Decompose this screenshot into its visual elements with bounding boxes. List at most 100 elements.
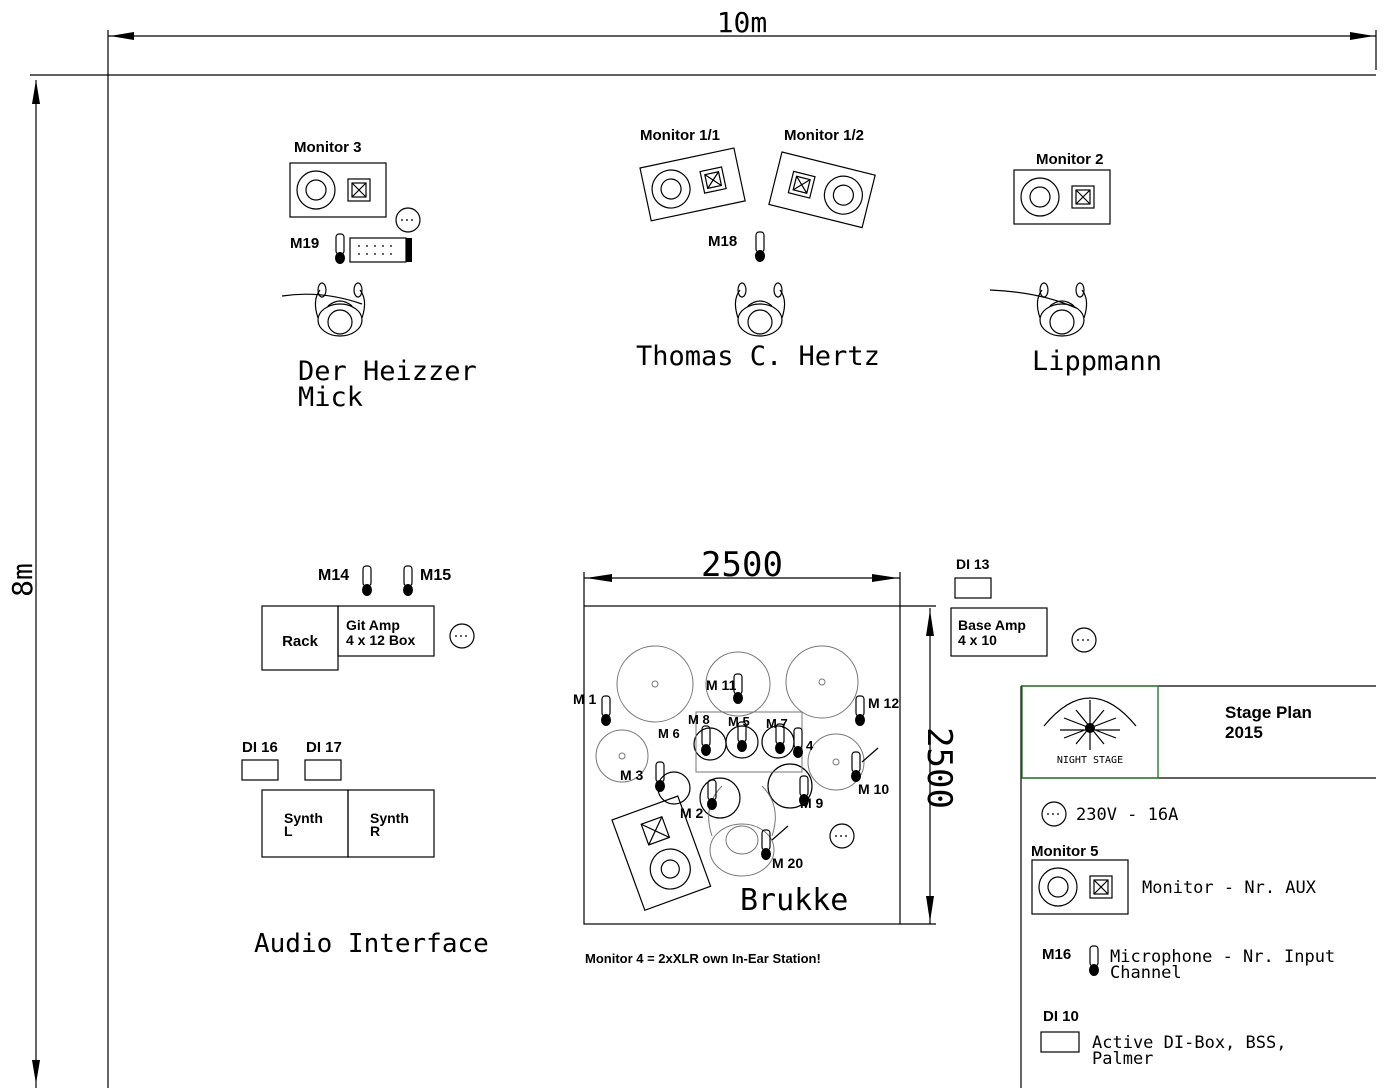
guitar-amp-label: Git Amp <box>346 617 400 633</box>
mic-m14-label: M14 <box>318 567 349 584</box>
pedalboard <box>349 237 412 263</box>
mic-m2: M 2 <box>680 779 718 821</box>
di-box-13 <box>954 577 992 599</box>
legend-monitor-desc: Monitor - Nr. AUX <box>1142 878 1317 898</box>
mic-m19: M19 <box>290 233 346 265</box>
mic-m11: M 11 <box>706 673 744 705</box>
legend-mic-desc-2: Channel <box>1110 963 1182 983</box>
bass-amp-label-2: 4 x 10 <box>958 632 997 648</box>
monitor-3: Monitor 3 <box>289 139 387 218</box>
synth-l-label: Synth <box>284 810 323 826</box>
monitor-4-note: Monitor 4 = 2xXLR own In-Ear Station! <box>585 951 821 966</box>
drummer-name: Brukke <box>740 883 848 918</box>
synth-r: Synth R <box>347 789 435 858</box>
mic-m5: M 5 <box>728 714 750 753</box>
di-17-label: DI 17 <box>306 739 342 756</box>
power-socket-icon <box>1041 801 1067 827</box>
mic-m7: M 7 <box>766 716 788 755</box>
riser-dimension-depth: 2500 <box>900 605 959 925</box>
mic-m4-label: 4 <box>806 738 814 753</box>
power-socket-icon <box>1071 627 1097 653</box>
mic-m1: M 1 <box>573 691 612 727</box>
mic-m9: M 9 <box>798 775 824 811</box>
mic-m6: M 6 <box>658 725 712 757</box>
mic-m11-label: M 11 <box>706 677 737 693</box>
mic-m19-label: M19 <box>290 235 319 252</box>
mic-m4: 4 <box>792 727 814 759</box>
mic-m20: M 20 <box>760 825 803 871</box>
synth-l: Synth L <box>261 789 349 858</box>
mic-m10: M 10 <box>850 747 889 797</box>
bassist-right-icon <box>989 282 1088 337</box>
logo-text: NIGHT STAGE <box>1057 755 1123 766</box>
guitarist-left-icon <box>281 282 366 337</box>
singer-center-icon <box>734 282 786 337</box>
plan-year: 2015 <box>1225 723 1263 742</box>
mic-m14: M14 <box>318 565 373 597</box>
power-socket-icon <box>395 207 421 233</box>
power-socket-icon <box>449 623 475 649</box>
di-13-label: DI 13 <box>956 556 990 572</box>
rack-label: Rack <box>282 633 319 650</box>
mic-m12-label: M 12 <box>868 695 899 711</box>
legend-di-desc-2: Palmer <box>1092 1049 1153 1069</box>
audio-interface-label: Audio Interface <box>254 929 489 959</box>
mic-m18-label: M18 <box>708 233 737 250</box>
mic-m5-label: M 5 <box>728 714 750 729</box>
mic-m20-label: M 20 <box>772 855 803 871</box>
legend-mic-desc: Microphone - Nr. Input <box>1110 947 1335 967</box>
guitar-amp-label-2: 4 x 12 Box <box>346 632 415 648</box>
mic-m1-label: M 1 <box>573 691 597 707</box>
monitor-4-wedge <box>611 795 712 911</box>
performer-left-name: Der Heizzer <box>298 356 477 387</box>
plan-title: Stage Plan <box>1225 703 1312 722</box>
rack: Rack <box>261 605 339 671</box>
monitor-1-2-label: Monitor 1/2 <box>784 127 864 144</box>
legend-monitor-icon <box>1031 859 1129 915</box>
mic-m3: M 3 <box>620 761 666 793</box>
width-label: 10m <box>717 6 768 39</box>
mic-m12: M 12 <box>854 695 899 727</box>
legend-di-icon <box>1040 1031 1080 1053</box>
performer-center-name: Thomas C. Hertz <box>636 341 880 372</box>
mic-m2-label: M 2 <box>680 805 704 821</box>
width-dimension: 10m <box>107 6 1377 1088</box>
mic-m9-label: M 9 <box>800 795 824 811</box>
legend-power: 230V - 16A <box>1076 805 1178 825</box>
performer-left-name-2: Mick <box>298 382 363 413</box>
mic-m15: M15 <box>402 565 451 597</box>
monitor-3-label: Monitor 3 <box>294 139 362 156</box>
riser-dimension-width: 2500 <box>583 545 901 606</box>
riser-depth-label: 2500 <box>919 727 959 809</box>
synth-r-label: Synth <box>370 810 409 826</box>
legend-mic-icon <box>1088 945 1100 977</box>
power-socket-icon <box>829 823 855 849</box>
mic-m7-label: M 7 <box>766 716 788 731</box>
di-box-17 <box>304 759 342 781</box>
monitor-2: Monitor 2 <box>1013 151 1111 225</box>
bass-amp: Base Amp 4 x 10 <box>950 607 1048 657</box>
legend-monitor-5-label: Monitor 5 <box>1031 843 1099 860</box>
mic-m10-label: M 10 <box>858 781 889 797</box>
height-label: 8m <box>6 563 39 597</box>
mic-m6-label: M 6 <box>658 726 680 741</box>
di-16-label: DI 16 <box>242 739 278 756</box>
mic-m8: M 8 <box>688 712 710 727</box>
legend-di-label: DI 10 <box>1043 1008 1079 1025</box>
bass-amp-label: Base Amp <box>958 617 1026 633</box>
legend-mic-label: M16 <box>1042 946 1071 963</box>
drum-riser <box>583 605 901 925</box>
mic-m15-label: M15 <box>420 567 451 584</box>
synth-l-label-2: L <box>284 823 293 839</box>
mic-m8-label: M 8 <box>688 712 710 727</box>
legend-box <box>1020 685 1376 1088</box>
height-dimension: 8m <box>6 74 1376 1088</box>
monitor-1-1 <box>639 147 746 222</box>
synth-r-label-2: R <box>370 823 380 839</box>
mic-m3-label: M 3 <box>620 767 644 783</box>
performer-right-name: Lippmann <box>1032 346 1162 377</box>
mic-m18: M18 <box>708 231 766 263</box>
monitor-2-label: Monitor 2 <box>1036 151 1104 168</box>
monitor-1-1-label: Monitor 1/1 <box>640 127 720 144</box>
